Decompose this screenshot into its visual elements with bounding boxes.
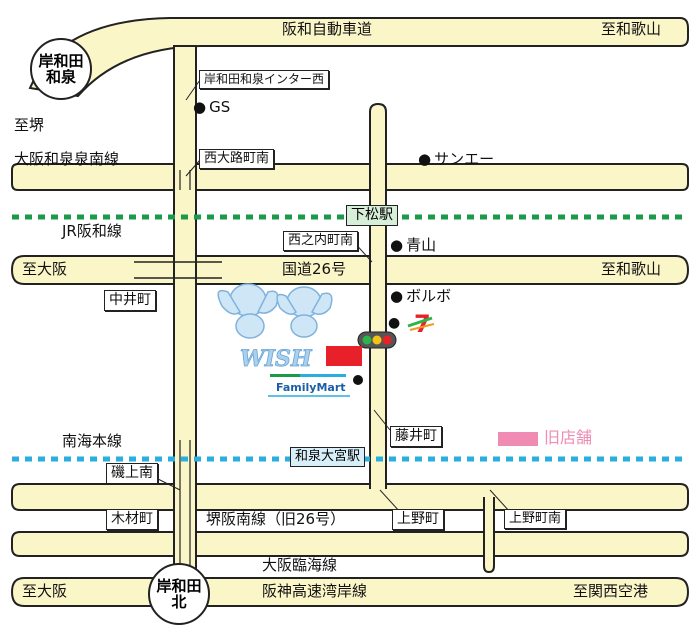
label-jr-hanwa: JR阪和線	[62, 222, 122, 240]
label-route26-to-osaka: 至大阪	[22, 260, 68, 278]
road-vertical-right	[483, 497, 495, 574]
road-hanwa-expressway	[28, 17, 689, 98]
wish-marker	[326, 346, 362, 366]
landmark-sanei: サンエー	[418, 152, 494, 167]
wish-logo: WISH	[240, 346, 313, 372]
intersection-fujiicho: 藤井町	[390, 426, 442, 448]
seven-eleven-icon: 7	[407, 310, 435, 338]
label-to-kansai-airport: 至関西空港	[573, 582, 649, 600]
landmark-gs: GS	[193, 100, 230, 115]
landmark-old-store: 旧店舗	[544, 428, 593, 447]
label-route26-to-wakayama: 至和歌山	[601, 260, 662, 278]
label-osaka-rinkai: 大阪臨海線	[262, 556, 338, 574]
label-sakai-hannan: 堺阪南線（旧26号）	[206, 510, 346, 528]
landmark-familymart: FamilyMart	[276, 381, 346, 394]
intersection-uenocho-minami: 上野町南	[504, 509, 567, 530]
label-hanwa-expressway: 阪和自動車道	[282, 20, 373, 38]
road-osaka-rinkai	[11, 531, 689, 557]
traffic-light-icon	[357, 331, 397, 349]
label-nankai-line: 南海本線	[62, 432, 123, 450]
intersection-isokami-minami: 磯上南	[106, 463, 158, 485]
intersection-nakaicho: 中井町	[104, 290, 156, 312]
label-hanshin-to-osaka: 至大阪	[22, 582, 68, 600]
intersection-interchange-west: 岸和田和泉インター西	[199, 70, 330, 90]
road-route26	[10, 255, 690, 285]
landmark-aoyama: 青山	[390, 238, 436, 253]
road-vertical-center	[369, 102, 387, 489]
interchange-kishiwada-izumi: 岸和田 和泉	[30, 38, 92, 100]
landmark-volvo: ボルボ	[390, 289, 451, 304]
station-izumi-omiya: 和泉大宮駅	[290, 447, 366, 468]
label-to-sakai: 至堺	[14, 116, 45, 134]
intersection-nishi-oji: 西大路町南	[199, 149, 275, 170]
old-store-marker	[498, 432, 538, 446]
angel-logo-icon	[217, 283, 333, 339]
intersection-kizaicho: 木材町	[106, 509, 158, 531]
svg-text:7: 7	[414, 310, 431, 338]
interchange-kishiwada-kita: 岸和田 北	[148, 563, 210, 625]
label-osaka-izumi-line: 大阪和泉泉南線	[14, 150, 120, 168]
label-hanshin-expressway: 阪神高速湾岸線	[262, 582, 368, 600]
road-sakai-hannan	[11, 483, 689, 511]
intersection-uenocho: 上野町	[392, 509, 444, 531]
intersection-nishinouchi: 西之内町南	[283, 231, 359, 252]
label-to-wakayama-top: 至和歌山	[601, 20, 662, 38]
station-shimomatsu: 下松駅	[346, 205, 398, 227]
landmark-seven-eleven-dot: ●	[388, 315, 401, 331]
label-route26: 国道26号	[282, 260, 347, 278]
